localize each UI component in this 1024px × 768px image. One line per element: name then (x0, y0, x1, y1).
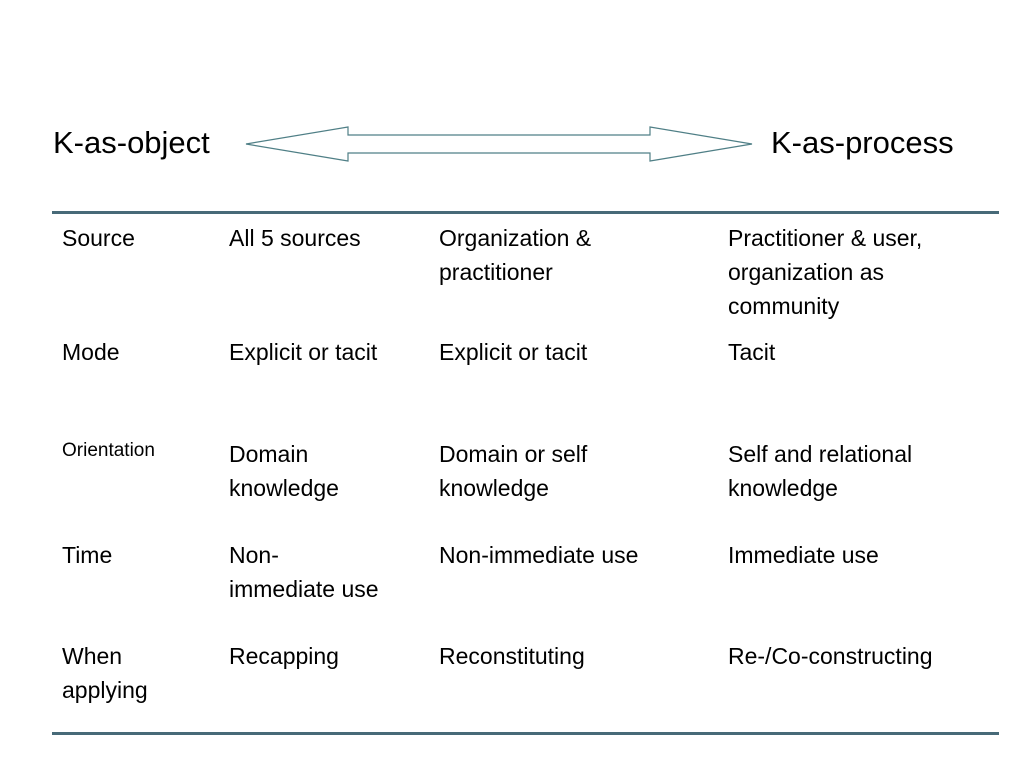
row-label-line: Orientation (62, 440, 155, 461)
cell-source-col2: Organization & practitioner (439, 221, 591, 289)
cell-time-col2: Non-immediate use (439, 538, 638, 572)
row-label-time: Time (62, 538, 112, 572)
cell-orientation-col3: Self and relational knowledge (728, 437, 912, 505)
heading-k-as-process: K-as-process (771, 125, 954, 160)
cell-line: knowledge (728, 475, 838, 501)
cell-line: practitioner (439, 259, 553, 285)
cell-mode-col3: Tacit (728, 335, 775, 369)
cell-line: Non-immediate use (439, 542, 639, 568)
row-label-line: Mode (62, 339, 120, 365)
cell-source-col3: Practitioner & user, organization as com… (728, 221, 922, 323)
row-label-source: Source (62, 221, 135, 255)
cell-line: Re-/Co-constructing (728, 643, 933, 669)
cell-mode-col2: Explicit or tacit (439, 335, 587, 369)
row-label-when-applying: When applying (62, 639, 148, 707)
cell-line: Self and relational (728, 441, 913, 467)
cell-line: Reconstituting (439, 643, 585, 669)
cell-line: All 5 sources (229, 225, 361, 251)
row-label-line: applying (62, 677, 148, 703)
cell-when-applying-col3: Re-/Co-constructing (728, 639, 933, 673)
heading-k-as-object: K-as-object (53, 125, 210, 160)
cell-when-applying-col2: Reconstituting (439, 639, 585, 673)
table-bottom-rule (52, 732, 999, 735)
cell-line: Immediate use (728, 542, 879, 568)
double-headed-arrow-icon (245, 126, 753, 162)
cell-line: community (728, 293, 840, 319)
cell-line: Domain (229, 441, 309, 467)
cell-line: Tacit (728, 339, 776, 365)
cell-line: Domain or self (439, 441, 588, 467)
cell-when-applying-col1: Recapping (229, 639, 339, 673)
cell-line: immediate use (229, 576, 379, 602)
cell-line: Recapping (229, 643, 339, 669)
cell-line: knowledge (439, 475, 549, 501)
cell-orientation-col2: Domain or self knowledge (439, 437, 587, 505)
row-label-line: When (62, 643, 123, 669)
cell-source-col1: All 5 sources (229, 221, 361, 255)
cell-line: Organization & (439, 225, 592, 251)
cell-line: Non- (229, 542, 279, 568)
cell-time-col1: Non- immediate use (229, 538, 379, 606)
cell-orientation-col1: Domain knowledge (229, 437, 339, 505)
cell-time-col3: Immediate use (728, 538, 879, 572)
cell-line: Practitioner & user, (728, 225, 923, 251)
row-label-mode: Mode (62, 335, 120, 369)
row-label-orientation: Orientation (62, 437, 155, 465)
cell-mode-col1: Explicit or tacit (229, 335, 377, 369)
cell-line: Explicit or tacit (439, 339, 588, 365)
cell-line: Explicit or tacit (229, 339, 378, 365)
row-label-line: Source (62, 225, 135, 251)
row-label-line: Time (62, 542, 113, 568)
table-top-rule (52, 211, 999, 214)
cell-line: knowledge (229, 475, 339, 501)
cell-line: organization as (728, 259, 884, 285)
